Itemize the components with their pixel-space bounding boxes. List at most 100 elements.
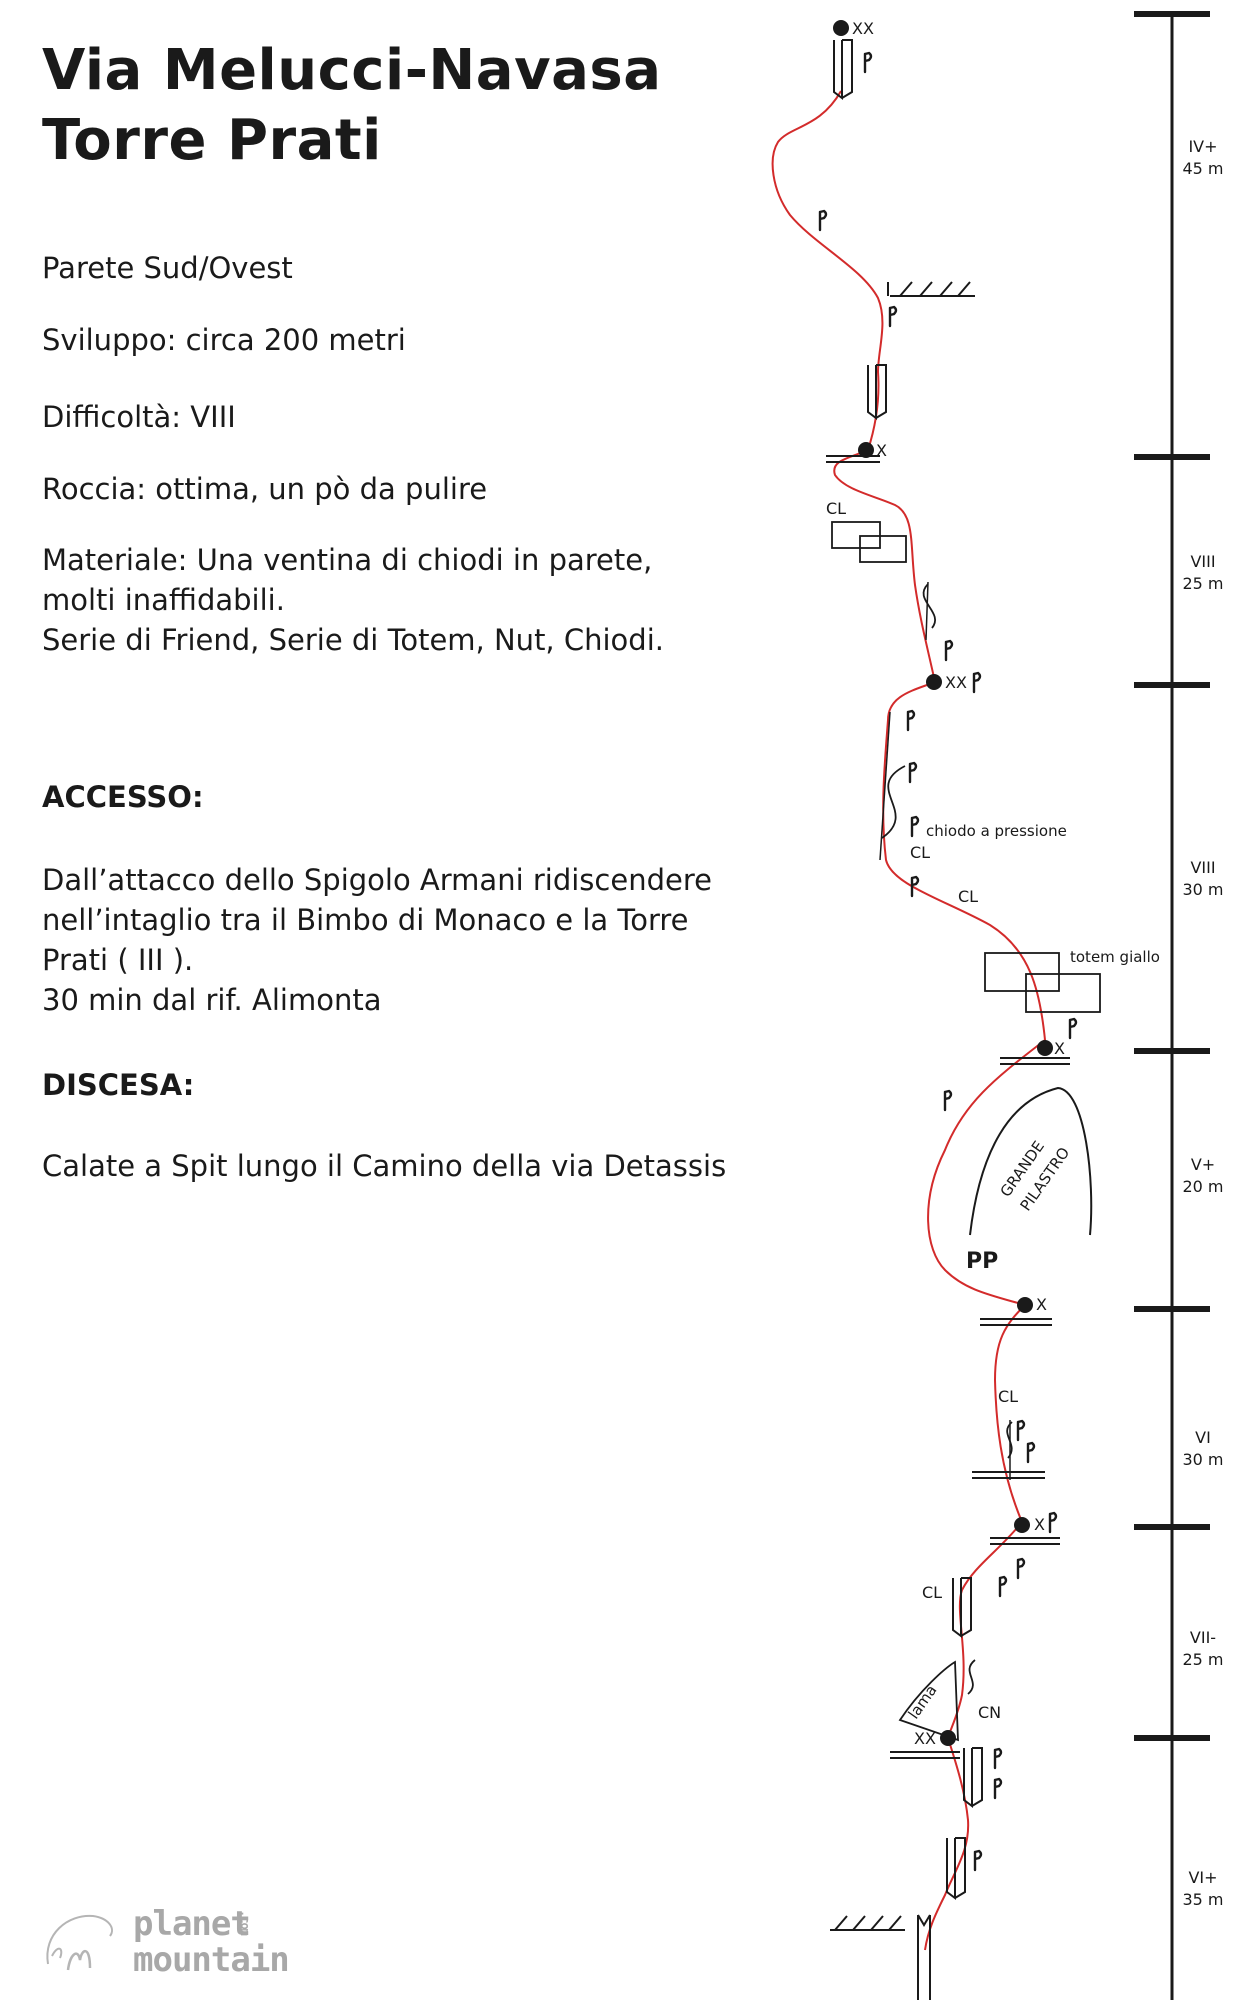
grande-pilastro-outline — [969, 1086, 1093, 1236]
piton-icon — [910, 875, 920, 898]
route-line — [771, 90, 1047, 1951]
crack-squiggle — [967, 1659, 976, 1695]
label-cl1: CL — [826, 499, 846, 518]
belay-dot — [1017, 1297, 1033, 1313]
label-x3: X — [1054, 1039, 1065, 1058]
info-materiale: Materiale: Una ventina di chiodi in pare… — [42, 540, 664, 660]
label-xx6: XX — [914, 1729, 936, 1748]
label-lama: lama — [905, 1682, 941, 1723]
accesso-heading: ACCESSO: — [42, 780, 204, 814]
corner-icon — [946, 1838, 956, 1900]
label-cl2: CL — [910, 843, 930, 862]
pitch-scale: IV+ 45 m VIII 25 m VIII 30 m V+ 20 m VI 30 m VII- 2… — [1134, 11, 1224, 2000]
pitch-length: 30 m — [1182, 1450, 1223, 1469]
lama-flake — [898, 1660, 959, 1742]
label-xx2: XX — [945, 673, 967, 692]
discesa-text: Calate a Spit lungo il Camino della via … — [42, 1149, 727, 1183]
piton-icon — [1016, 1419, 1026, 1442]
crack-line — [879, 711, 891, 861]
logo-text-mountain: mountain — [133, 1940, 290, 1980]
belay-dot — [858, 442, 874, 458]
planetmountain-logo: planet mountain .com — [38, 1904, 290, 1984]
piton-icon — [973, 1849, 983, 1872]
pitch-grade: VI — [1195, 1428, 1211, 1447]
belay-dot — [1014, 1517, 1030, 1533]
pitch-grade: VIII — [1190, 858, 1215, 877]
accesso-line: nell’intaglio tra il Bimbo di Monaco e l… — [42, 903, 689, 937]
pitch-length: 25 m — [1182, 574, 1223, 593]
label-totem: totem giallo — [1070, 948, 1160, 966]
tower-name: Torre Prati — [42, 108, 382, 173]
piton-icon — [888, 305, 898, 328]
materiale-line: Materiale: Una ventina di chiodi in pare… — [42, 543, 653, 577]
pitch-grade: IV+ — [1188, 137, 1217, 156]
logo-text-planet: planet — [133, 1904, 251, 1944]
accesso-line: Dall’attacco dello Spigolo Armani ridisc… — [42, 863, 712, 897]
overhang-symbols — [830, 281, 975, 1931]
piton-icon — [998, 1575, 1008, 1598]
pitch-length: 20 m — [1182, 1177, 1223, 1196]
piton-icon — [910, 815, 920, 838]
piton-icon — [993, 1777, 1003, 1800]
page-title: Via Melucci-Navasa Torre Prati — [42, 36, 662, 176]
corner-icon — [952, 1578, 962, 1638]
belay-lines — [826, 455, 1070, 1759]
label-cn: CN — [978, 1703, 1001, 1722]
accesso-line: 30 min dal rif. Alimonta — [42, 983, 382, 1017]
label-x1: X — [876, 441, 887, 460]
corner-icon — [963, 1748, 973, 1808]
piton-icon — [1016, 1557, 1026, 1580]
accesso-text: Dall’attacco dello Spigolo Armani ridisc… — [42, 860, 712, 1020]
label-cl5: CL — [922, 1583, 942, 1602]
piton-icon — [1026, 1441, 1036, 1464]
corner-symbols — [833, 39, 983, 2000]
crack-squiggle — [922, 583, 936, 629]
label-cl3: CL — [958, 887, 978, 906]
belay-dot — [1037, 1040, 1053, 1056]
info-parete: Parete Sud/Ovest — [42, 251, 293, 285]
belay-points — [833, 20, 1053, 1746]
topo-labels: XX X CL XX chiodo a pressione CL CL tote… — [826, 19, 1160, 1748]
label-chiodo: chiodo a pressione — [926, 822, 1067, 840]
belay-dot — [940, 1730, 956, 1746]
info-difficolta: Difficoltà: VIII — [42, 400, 236, 434]
piton-icon — [906, 709, 916, 732]
pitch-grade: VI+ — [1188, 1868, 1217, 1887]
piton-icon — [818, 209, 828, 232]
pitch-length: 25 m — [1182, 1650, 1223, 1669]
corner-icon — [833, 40, 843, 100]
belay-dot — [926, 674, 942, 690]
pitch-grade: VIII — [1190, 552, 1215, 571]
piton-icon — [944, 639, 954, 662]
pitch-grade: VII- — [1190, 1628, 1216, 1647]
piton-icon — [972, 671, 982, 694]
info-sviluppo: Sviluppo: circa 200 metri — [42, 323, 406, 357]
crack-squiggle — [881, 765, 906, 839]
piton-icon — [863, 51, 873, 74]
piton-icon — [1068, 1017, 1078, 1040]
piton-icon — [1048, 1511, 1058, 1534]
label-x4: X — [1036, 1295, 1047, 1314]
pitch-length: 45 m — [1182, 159, 1223, 178]
crack-line — [925, 581, 929, 641]
accesso-line: Prati ( III ). — [42, 943, 194, 977]
route-name: Via Melucci-Navasa — [42, 38, 662, 103]
info-roccia: Roccia: ottima, un pò da pulire — [42, 472, 488, 506]
piton-icon — [908, 761, 918, 784]
label-pp: PP — [966, 1249, 998, 1274]
block-symbols — [831, 521, 1101, 1013]
pitch-length: 35 m — [1182, 1890, 1223, 1909]
logo-text-com: .com — [238, 1910, 252, 1935]
pitch-length: 30 m — [1182, 880, 1223, 899]
piton-symbols — [818, 51, 1078, 1872]
corner-icon — [917, 1914, 931, 2000]
label-xx-top: XX — [852, 19, 874, 38]
label-x5: X — [1034, 1515, 1045, 1534]
corner-icon — [867, 365, 877, 420]
piton-icon — [993, 1747, 1003, 1770]
logo-mark-icon — [46, 1914, 113, 1971]
materiale-line: molti inaffidabili. — [42, 583, 285, 617]
pitch-grade: V+ — [1191, 1155, 1215, 1174]
belay-dot — [833, 20, 849, 36]
